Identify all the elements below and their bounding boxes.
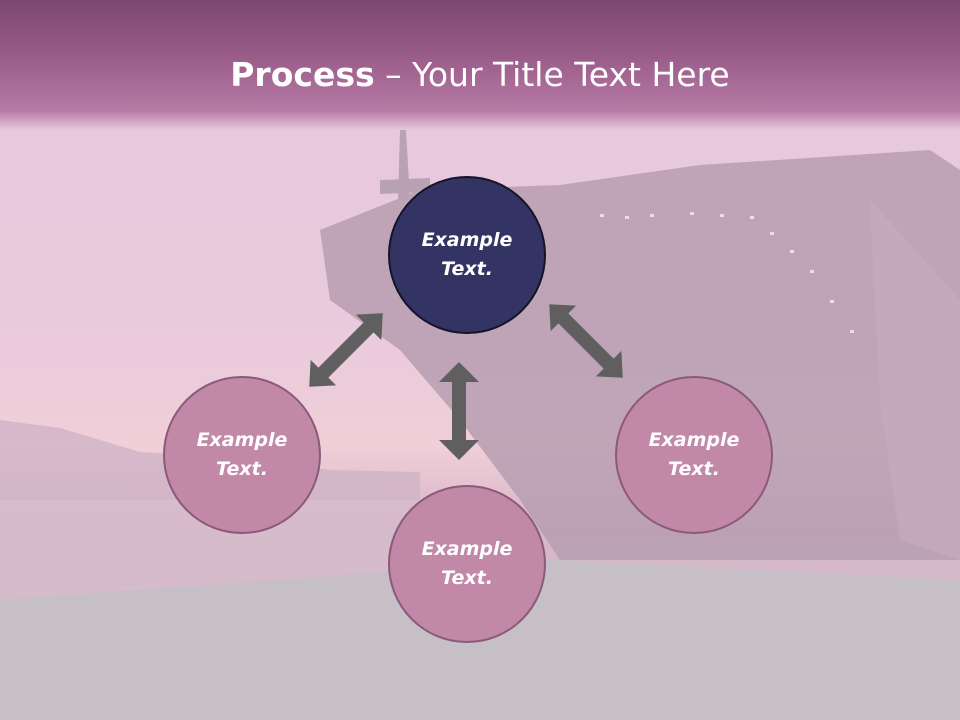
process-step-top-label: Example Text. <box>421 229 513 280</box>
process-step-right-label: Example Text. <box>648 429 740 480</box>
process-step-bottom: Example Text. <box>388 485 546 643</box>
process-step-top: Example Text. <box>388 176 546 334</box>
title-bold: Process <box>230 55 375 94</box>
page-title: Process – Your Title Text Here <box>0 50 960 100</box>
process-step-left-label: Example Text. <box>196 429 288 480</box>
process-step-bottom-label: Example Text. <box>421 538 513 589</box>
title-band <box>0 0 960 130</box>
process-step-left: Example Text. <box>163 376 321 534</box>
process-step-right: Example Text. <box>615 376 773 534</box>
title-rest: Your Title Text Here <box>412 55 730 94</box>
title-separator: – <box>374 55 413 94</box>
